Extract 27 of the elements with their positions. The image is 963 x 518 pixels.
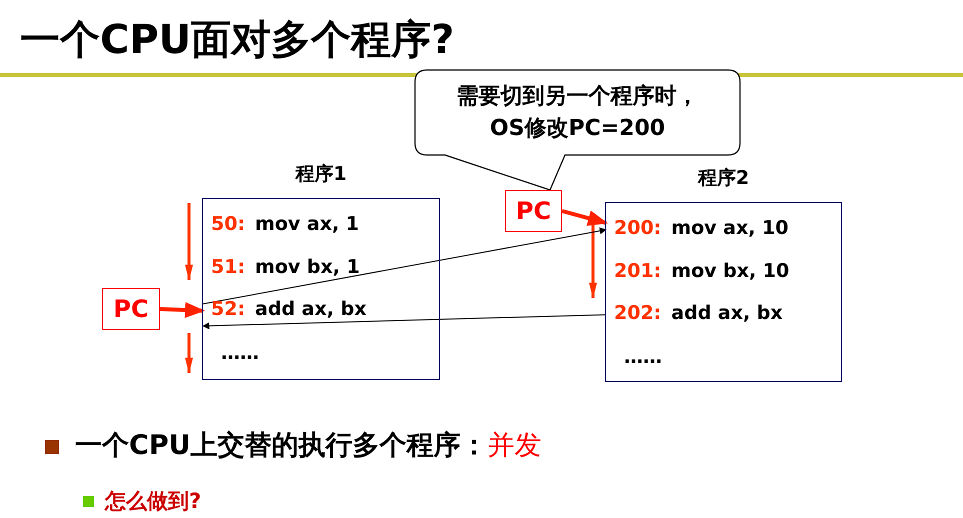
instruction-text: add ax, bx bbox=[671, 302, 783, 324]
arrow bbox=[561, 209, 608, 226]
callout-text: 需要切到另一个程序时，OS修改PC=200 bbox=[456, 82, 700, 142]
ellipsis-text: …… bbox=[623, 346, 662, 368]
instruction-text: mov ax, 10 bbox=[671, 217, 788, 239]
program-heading: 程序2 bbox=[696, 166, 750, 191]
ellipsis-text: …… bbox=[220, 342, 259, 364]
arrow bbox=[202, 227, 607, 304]
highlight-text: 并发 bbox=[488, 429, 542, 463]
arrow bbox=[202, 314, 606, 330]
instruction-text: add ax, bx bbox=[255, 298, 366, 320]
instruction-text: mov ax, 1 bbox=[255, 213, 360, 235]
address-text: 202: bbox=[614, 302, 662, 324]
pc-register-box: PC bbox=[102, 288, 160, 330]
address-text: 200: bbox=[614, 217, 662, 239]
bullet-text: 一个CPU上交替的执行多个程序： bbox=[75, 429, 488, 463]
address-text: 51: bbox=[211, 256, 246, 278]
instruction-text: mov bx, 1 bbox=[255, 256, 360, 278]
slide-title: 一个CPU面对多个程序? bbox=[20, 16, 454, 65]
pc-register-box: PC bbox=[505, 190, 562, 232]
sub-bullet-text: 怎么做到? bbox=[105, 488, 202, 515]
instruction-text: mov bx, 10 bbox=[671, 260, 790, 282]
program-heading: 程序1 bbox=[294, 162, 348, 187]
address-text: 201: bbox=[614, 260, 662, 282]
arrow bbox=[160, 302, 205, 318]
address-text: 52: bbox=[211, 298, 246, 320]
address-text: 50: bbox=[211, 213, 246, 235]
